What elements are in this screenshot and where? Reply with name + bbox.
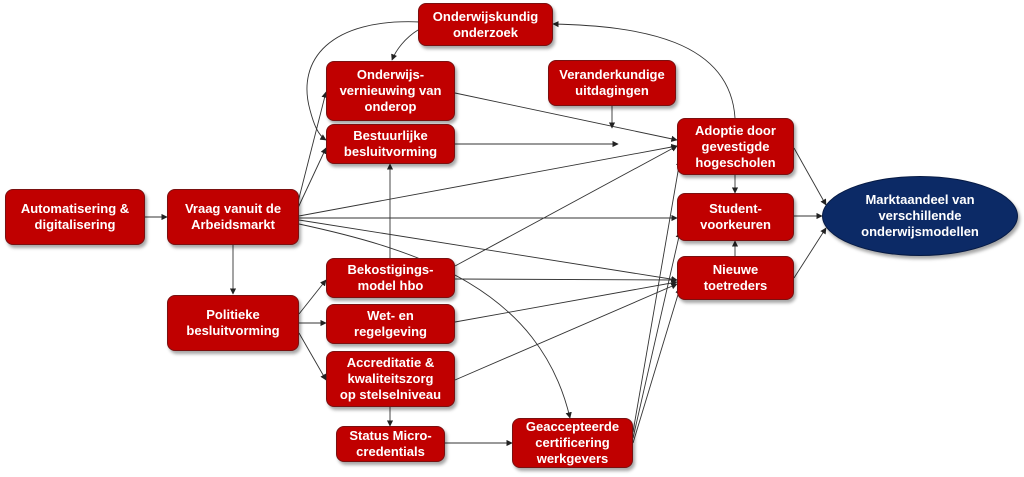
node-nieuwe: Nieuwe toetreders [677,256,794,300]
edge-bekostiging-adoptie [454,145,678,267]
node-status: Status Micro- credentials [336,426,445,462]
node-wet: Wet- en regelgeving [326,304,455,344]
edge-onderwijsvernieuwing-adoptie [454,92,678,142]
node-onderwijsvernieuwing: Onderwijs- vernieuwing van onderop [326,61,455,121]
edge-wet-nieuwe [454,279,678,323]
node-onderwijskundig: Onderwijskundig onderzoek [418,3,553,46]
node-veranderkundige: Veranderkundige uitdagingen [548,60,676,106]
edge-nieuwe-marktaandeel [793,227,827,279]
edge-geaccepteerde-student [632,231,682,439]
node-politieke: Politieke besluitvorming [167,295,299,351]
node-bekostiging: Bekostigings- model hbo [326,258,455,298]
edge-geaccepteerde-nieuwe [632,287,682,444]
node-accreditatie: Accreditatie & kwaliteitszorg op stelsel… [326,351,455,407]
node-adoptie: Adoptie door gevestigde hogescholen [677,118,794,175]
node-bestuurlijke: Bestuurlijke besluitvorming [326,124,455,164]
node-geaccepteerde: Geaccepteerde certificering werkgevers [512,418,633,468]
edge-vraag-geaccepteerde [298,223,572,419]
node-marktaandeel: Marktaandeel van verschillende onderwijs… [822,176,1018,256]
node-automatisering: Automatisering & digitalisering [5,189,145,245]
edge-onderwijskundig-onderwijsvernieuwing [391,29,419,61]
edge-politieke-accreditatie [298,332,327,381]
edge-politieke-bekostiging [298,279,327,315]
edge-bekostiging-nieuwe [454,276,678,284]
edge-vraag-onderwijsvernieuwing [296,91,328,207]
node-student: Student- voorkeuren [677,193,794,241]
edge-geaccepteerde-adoptie [632,159,683,433]
node-vraag: Vraag vanuit de Arbeidsmarkt [167,189,299,245]
edge-adoptie-onderwijskundig [552,20,736,119]
edge-vraag-bestuurlijke [296,147,327,211]
edge-accreditatie-nieuwe [454,283,678,381]
edge-vraag-adoptie [298,143,678,217]
edge-vraag-nieuwe [298,219,678,283]
edge-adoptie-marktaandeel [793,147,827,206]
edge-onderwijskundig-bestuurlijke [306,21,421,141]
